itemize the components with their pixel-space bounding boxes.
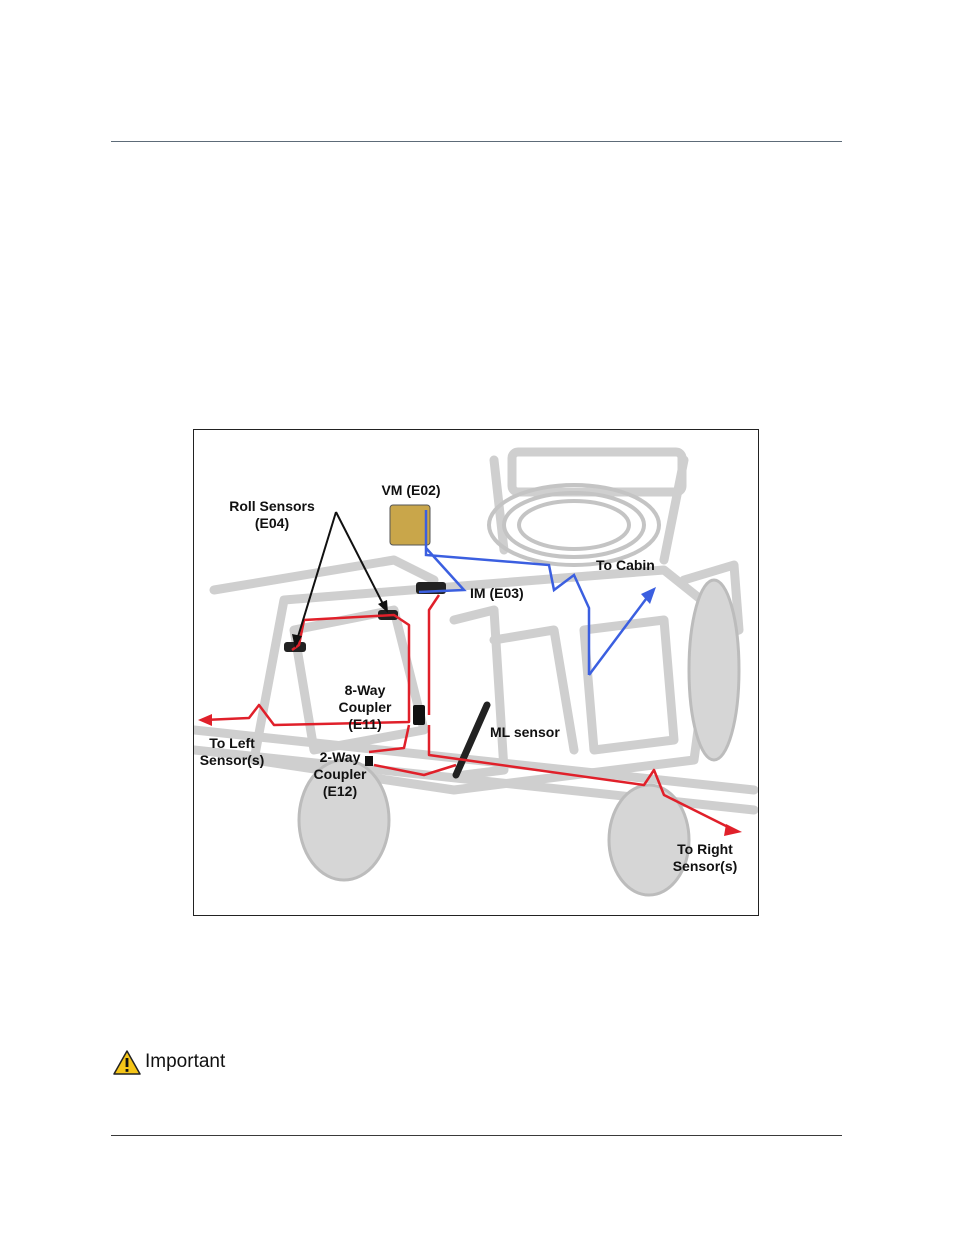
- wiring-diagram-figure: Roll Sensors (E04) VM (E02) IM (E03) To …: [193, 429, 759, 916]
- ml-sensor-label: ML sensor: [490, 724, 560, 741]
- to-right-arrowhead: [724, 824, 742, 836]
- coupler-2way-label: 2-Way Coupler (E12): [300, 749, 380, 800]
- vm-module-box: [390, 505, 430, 545]
- to-right-label: To Right Sensor(s): [664, 841, 746, 875]
- vm-label: VM (E02): [366, 482, 456, 499]
- roll-sensors-label: Roll Sensors (E04): [222, 498, 322, 532]
- hose-reel: [489, 485, 659, 565]
- coupler-8way-label: 8-Way Coupler (E11): [325, 682, 405, 733]
- to-cabin-arrow: [589, 595, 649, 675]
- header-rule: [111, 141, 842, 142]
- coupler-8way-box: [413, 705, 425, 725]
- important-callout: Important: [113, 1049, 225, 1075]
- footer-rule: [111, 1135, 842, 1136]
- to-cabin-label: To Cabin: [596, 557, 655, 574]
- warning-icon: [113, 1050, 141, 1075]
- to-left-label: To Left Sensor(s): [194, 735, 270, 769]
- to-left-arrowhead: [198, 714, 212, 726]
- important-heading: Important: [145, 1051, 225, 1073]
- im-label: IM (E03): [470, 585, 524, 602]
